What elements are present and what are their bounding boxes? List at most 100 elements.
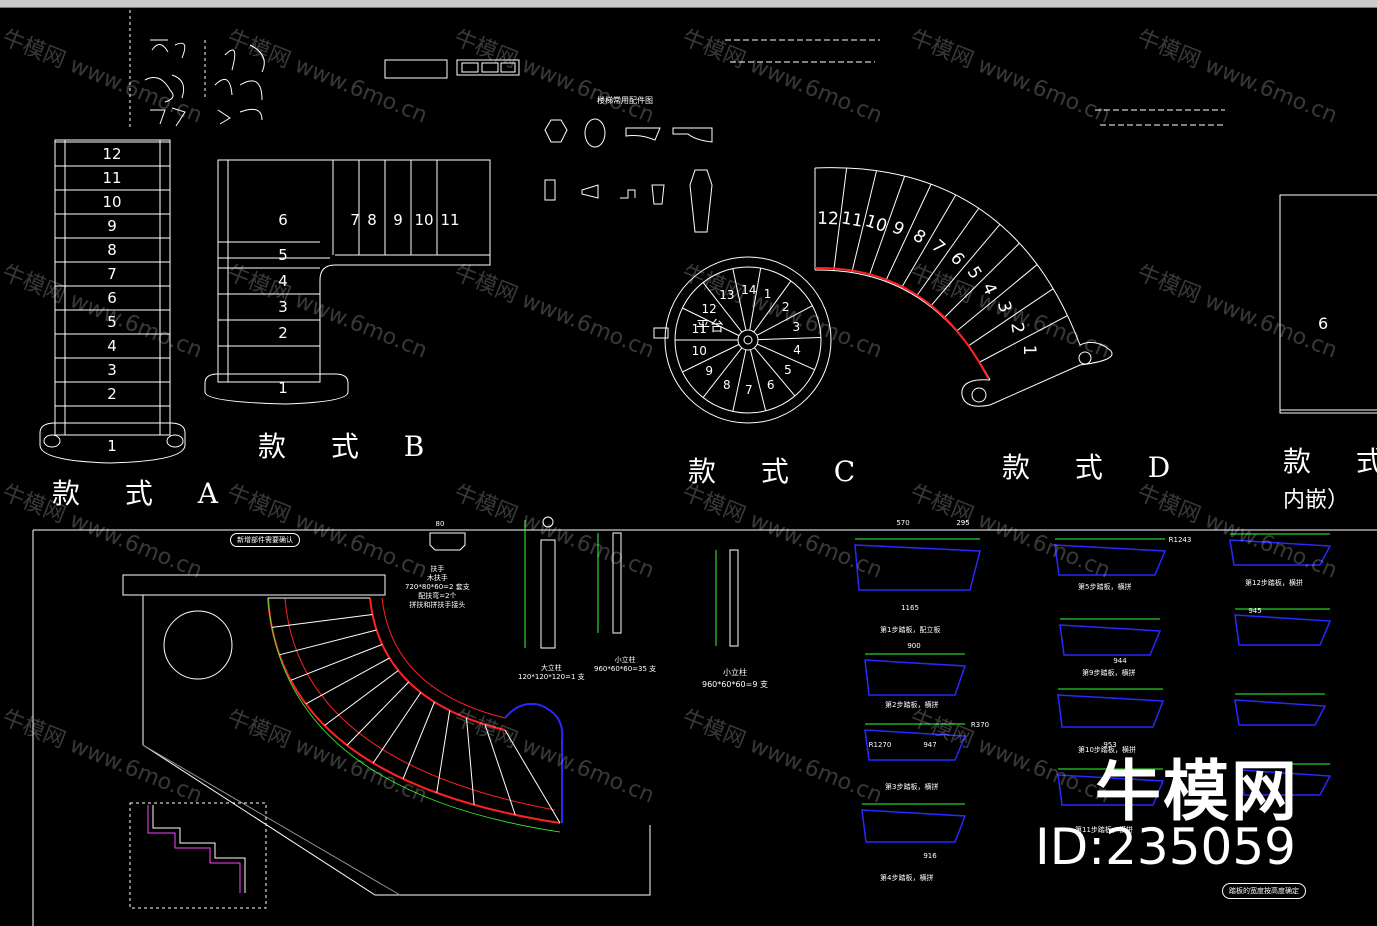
spec-line: 拼扶和拼扶手接头	[409, 601, 466, 609]
tread-note: 第5步踏板，横拼	[1078, 583, 1132, 591]
style-a-step-number: 1	[107, 437, 117, 455]
tread-cut-pieces	[854, 533, 1332, 843]
tread-cut-piece	[1054, 544, 1167, 576]
style-d-step-number: 12	[816, 208, 839, 230]
spec-line: 扶手	[430, 565, 445, 573]
style-b-step-number: 1	[278, 379, 288, 397]
style-a-step-number: 3	[107, 361, 117, 379]
style-d-tread-line	[833, 167, 848, 271]
style-d-tread-line	[885, 183, 932, 282]
style-c-step-number: 10	[691, 344, 707, 359]
tread-note: 第9步踏板，横拼	[1082, 669, 1136, 677]
style-a-step-number: 2	[107, 385, 117, 403]
menu-bar	[0, 0, 1377, 8]
spec-line: 小立柱	[722, 668, 747, 677]
style-c-spoke	[702, 347, 743, 398]
style-a-step-number: 8	[107, 241, 117, 259]
tread-note: 第2步踏板，横拼	[885, 701, 939, 709]
spec-line: 木扶手	[426, 574, 448, 582]
dimension-label: 945	[1248, 607, 1262, 615]
spec-line: 配扶弯=2个	[418, 592, 457, 600]
dimension-label: 947	[923, 741, 937, 749]
style-c-spoke	[754, 347, 796, 397]
dimension-label: R1270	[868, 741, 892, 749]
style-a-step-number: 5	[107, 313, 117, 331]
style-d-step-number: 11	[839, 208, 865, 232]
style-c-spoke	[756, 343, 815, 371]
tread-note: 第11步踏板，横拼	[1075, 826, 1133, 834]
style-c-spoke	[753, 280, 792, 333]
stair-style-e	[1279, 194, 1377, 414]
plan-tread-line	[346, 681, 410, 746]
tread-cut-piece	[1059, 624, 1162, 656]
tread-cut-piece	[1057, 694, 1165, 728]
spec-line: 960*60*60=35 支	[594, 665, 657, 673]
style-b-step-number: 2	[278, 324, 288, 342]
plan-note: 新增部件需要确认	[230, 533, 300, 547]
style-c-step-number: 3	[792, 320, 801, 335]
brand-id: ID:235059	[1035, 818, 1296, 876]
style-a-step-number: 11	[102, 169, 122, 187]
style-d-tread-line	[968, 288, 1054, 347]
dimension-label: 953	[1103, 741, 1117, 749]
style-d-inner-edge	[814, 266, 989, 379]
tread-note: 第4步踏板，横拼	[880, 874, 934, 882]
plan-tread-line	[271, 614, 373, 628]
style-a-step-number: 4	[107, 337, 117, 355]
dimension-label: 1165	[901, 604, 919, 612]
dimension-label: R1243	[1168, 536, 1192, 544]
tread-box-note: 踏板的宽度按高度确定	[1222, 883, 1306, 899]
tread-cut-piece	[864, 659, 967, 696]
style-c-step-number: 9	[705, 364, 713, 379]
style-a-step-number: 7	[107, 265, 117, 283]
style-b-step-number: 9	[393, 211, 403, 229]
style-d-tread-line	[868, 175, 906, 277]
style-c-spoke	[749, 268, 762, 331]
stair-style-a	[39, 139, 186, 464]
style-c-label: 款 式 C	[688, 455, 874, 488]
plan-tread-line	[504, 729, 561, 824]
plan-tread-line	[305, 657, 390, 705]
tread-cut-piece	[861, 809, 967, 843]
dimension-label: 570	[896, 519, 910, 527]
style-c-step-number: 1	[763, 286, 772, 301]
style-d-tread-line	[930, 224, 1001, 307]
tread-note: 第12步踏板，横拼	[1245, 579, 1303, 587]
style-c-spoke	[702, 282, 743, 333]
style-b-step-number: 10	[414, 211, 434, 229]
brand-name: 牛模网	[1095, 753, 1299, 830]
plan-tread-line	[279, 629, 377, 656]
tread-cut-piece	[1057, 774, 1165, 806]
dimension-label: 900	[907, 642, 921, 650]
style-c-spoke	[756, 305, 813, 336]
style-c-step-number: 5	[784, 363, 792, 378]
style-d-label: 款 式 D	[1002, 451, 1189, 484]
style-c-step-number: 13	[719, 287, 735, 302]
plan-tread-line	[290, 644, 383, 681]
spec-line: 960*60*60=9 支	[702, 680, 768, 689]
style-e-step-number: 6	[1318, 314, 1329, 333]
dimension-label: 80	[435, 520, 445, 528]
style-c-step-number: 14	[741, 283, 757, 297]
style-a-step-number: 9	[107, 217, 117, 235]
style-d-tread-line	[943, 242, 1020, 319]
tread-cut-piece	[1229, 539, 1332, 566]
tread-note: 第10步踏板，横拼	[1078, 746, 1136, 754]
style-c-spoke	[732, 349, 747, 412]
style-c-step-number: 12	[701, 301, 717, 316]
style-a-step-number: 10	[102, 193, 122, 211]
accessory-parts	[544, 118, 713, 233]
spec-line: 大立柱	[540, 664, 562, 672]
plan-tread-line	[484, 724, 516, 816]
style-a-step-number: 6	[107, 289, 117, 307]
style-d-tread-line	[979, 315, 1068, 363]
style-b-landing-number: 6	[278, 211, 288, 229]
spec-line: 720*80*60=2 套支	[405, 583, 470, 591]
post-elevations	[429, 516, 739, 649]
style-d-tread-line	[915, 207, 980, 297]
style-e-label: 款 式	[1283, 445, 1377, 478]
spec-line: 120*120*120=1 支	[518, 673, 585, 681]
